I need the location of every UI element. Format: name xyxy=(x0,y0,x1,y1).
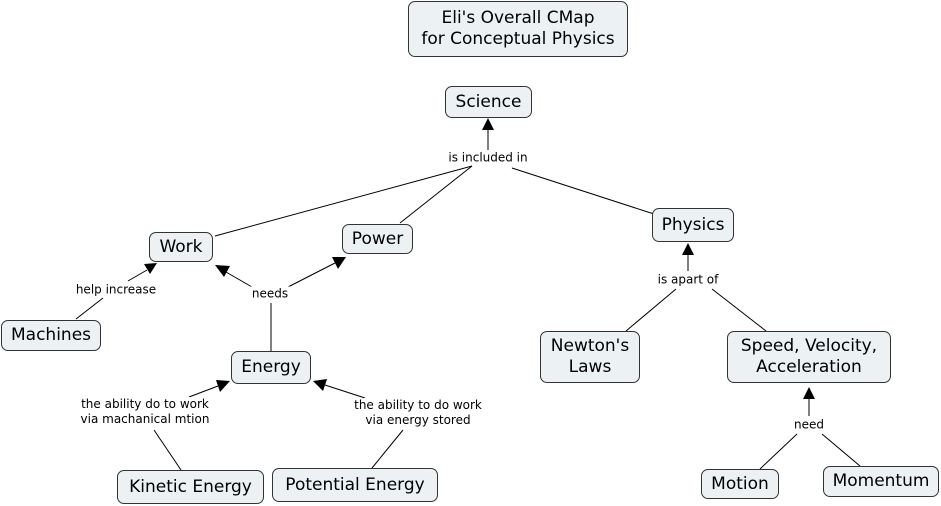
connector-work-included xyxy=(214,165,473,237)
link-is-included-in[interactable]: is included in xyxy=(446,150,530,166)
connector-potdef-energy xyxy=(324,384,366,399)
link-need[interactable]: need xyxy=(792,417,826,433)
arrow-to-svacc xyxy=(803,387,815,399)
arrow-to-science xyxy=(482,118,494,130)
link-kinetic-definition[interactable]: the ability do to work via machanical mt… xyxy=(78,397,212,427)
connector-power-included xyxy=(399,165,473,224)
connector-newton-apart xyxy=(625,288,677,332)
connector-momentum-need xyxy=(821,433,861,467)
concept-machines[interactable]: Machines xyxy=(1,320,101,351)
concept-kinetic-energy[interactable]: Kinetic Energy xyxy=(117,470,264,504)
link-potential-definition[interactable]: the ability to do work via energy stored xyxy=(352,398,484,428)
connector-kinetic-def xyxy=(153,429,182,471)
arrow-to-energy-right xyxy=(313,379,327,391)
connector-needs-work xyxy=(225,271,253,288)
connector-svacc-apart xyxy=(711,288,767,332)
link-needs[interactable]: needs xyxy=(249,286,291,302)
connector-kindef-energy xyxy=(188,385,219,398)
connector-help-work xyxy=(127,269,148,282)
concept-newtons-laws[interactable]: Newton's Laws xyxy=(540,331,640,383)
arrow-to-energy-left xyxy=(216,380,230,392)
concept-power[interactable]: Power xyxy=(342,224,413,254)
arrow-to-power xyxy=(332,257,346,269)
concept-physics[interactable]: Physics xyxy=(652,208,734,242)
concept-speed-velocity-acceleration[interactable]: Speed, Velocity, Acceleration xyxy=(727,331,891,383)
concept-science[interactable]: Science xyxy=(445,86,532,118)
connector-potential-def xyxy=(371,429,404,469)
connector-machines-help xyxy=(75,297,104,320)
concept-work[interactable]: Work xyxy=(149,232,213,262)
link-help-increase[interactable]: help increase xyxy=(73,282,159,298)
connector-needs-power xyxy=(287,262,336,288)
arrow-to-work-from-needs xyxy=(215,265,230,277)
map-title: Eli's Overall CMap for Conceptual Physic… xyxy=(408,1,628,57)
concept-momentum[interactable]: Momentum xyxy=(823,466,939,497)
concept-potential-energy[interactable]: Potential Energy xyxy=(272,468,438,502)
concept-energy[interactable]: Energy xyxy=(231,351,311,384)
connector-motion-need xyxy=(759,433,798,470)
link-is-apart-of[interactable]: is apart of xyxy=(655,272,721,288)
connector-physics-included xyxy=(511,167,655,215)
concept-motion[interactable]: Motion xyxy=(701,469,779,499)
arrow-to-work-from-help xyxy=(144,263,157,274)
arrow-to-physics xyxy=(682,243,694,255)
